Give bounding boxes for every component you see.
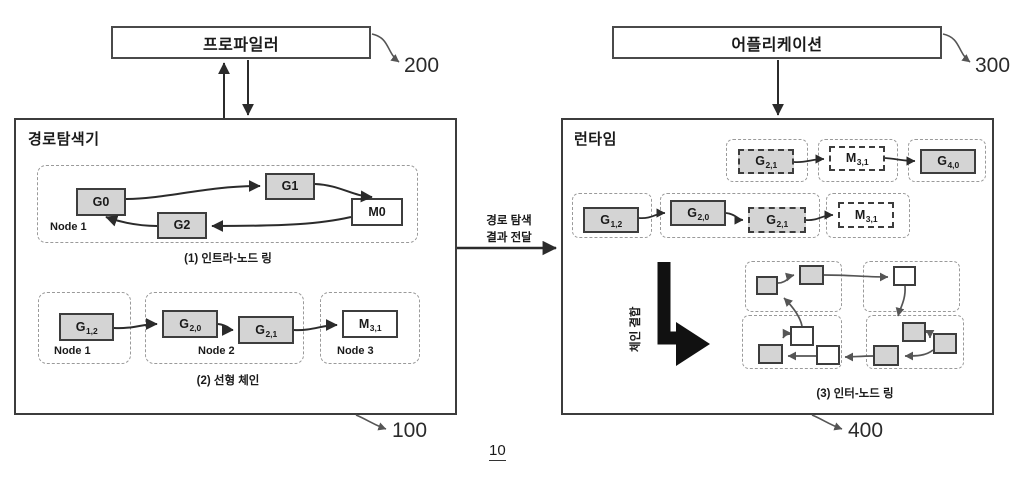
inter-ring-box-1 [756,276,778,295]
transfer-label-line1: 경로 탐색 [486,215,532,227]
profiler-box: 프로파일러 [111,26,371,59]
intra-ring-box-g0: G0 [76,188,126,216]
path-explorer-panel [14,118,457,415]
runtime-bottom-box-m31: M3,1 [838,202,894,228]
linear-chain-node-label-2: Node 2 [198,345,235,357]
inter-ring-box-9 [873,345,899,366]
box-label: M3,1 [358,316,382,333]
box-label: G2,1 [755,154,778,171]
box-label: G2,0 [179,316,202,333]
inter-ring-box-8 [933,333,957,354]
intra-ring-node-label: Node 1 [50,221,87,233]
runtime-title: 런타임 [574,131,617,148]
inter-ring-group-4 [866,315,964,369]
path-explorer-title: 경로탐색기 [28,131,100,148]
inter-ring-box-3 [893,266,916,286]
ref-300: 300 [975,54,1011,77]
intra-ring-caption: (1) 인트라-노드 링 [184,253,272,265]
box-label: G1,2 [75,319,98,336]
inter-ring-box-7 [902,322,926,342]
box-label: M3,1 [854,207,878,224]
inter-ring-box-4 [790,326,814,346]
box-label: G2 [173,218,191,233]
intra-ring-box-m0: M0 [351,198,403,226]
ref-400: 400 [848,419,884,442]
intra-ring-box-g2: G2 [157,212,207,239]
linear-chain-box-g21: G2,1 [238,316,294,344]
linear-chain-box-g12: G1,2 [59,313,114,341]
inter-ring-group-2 [863,261,960,312]
box-label: G4,0 [937,154,960,171]
intra-ring-box-g1: G1 [265,173,315,200]
box-label: G2,0 [687,205,710,222]
linear-chain-box-m31: M3,1 [342,310,398,338]
box-label: G2,1 [766,212,789,229]
profiler-label: 프로파일러 [202,36,280,54]
inter-ring-box-2 [799,265,824,285]
box-label: M0 [368,204,386,219]
linear-chain-box-g20: G2,0 [162,310,218,338]
intra-node-ring-group [37,165,418,243]
linear-chain-node-label-1: Node 1 [54,345,91,357]
box-label: G2,1 [255,322,278,339]
application-box: 어플리케이션 [612,26,942,59]
application-label: 어플리케이션 [731,36,823,54]
box-label: M3,1 [845,151,869,168]
ref-100: 100 [392,419,428,442]
runtime-top-box-m31: M3,1 [829,146,885,171]
chain-merge-label: 체인 결합 [630,306,642,352]
ref-200: 200 [404,54,440,77]
figure-number: 10 [489,442,506,461]
transfer-label-line2: 결과 전달 [486,231,532,244]
box-label: G1,2 [600,212,623,229]
inter-ring-box-6 [816,345,840,365]
box-label: G1 [281,179,299,194]
box-label: G0 [92,194,110,209]
runtime-top-box-g21: G2,1 [738,149,794,174]
transfer-label: 경로 탐색 결과 전달 [461,213,557,246]
inter-ring-caption: (3) 인터-노드 링 [816,388,894,400]
runtime-bottom-box-g21: G2,1 [748,207,806,233]
runtime-bottom-box-g20: G2,0 [670,200,726,226]
inter-ring-box-5 [758,344,783,364]
linear-chain-node-label-3: Node 3 [337,345,374,357]
runtime-top-box-g40: G4,0 [920,149,976,174]
linear-chain-caption: (2) 선형 체인 [196,375,260,387]
runtime-bottom-box-g12: G1,2 [583,207,639,233]
